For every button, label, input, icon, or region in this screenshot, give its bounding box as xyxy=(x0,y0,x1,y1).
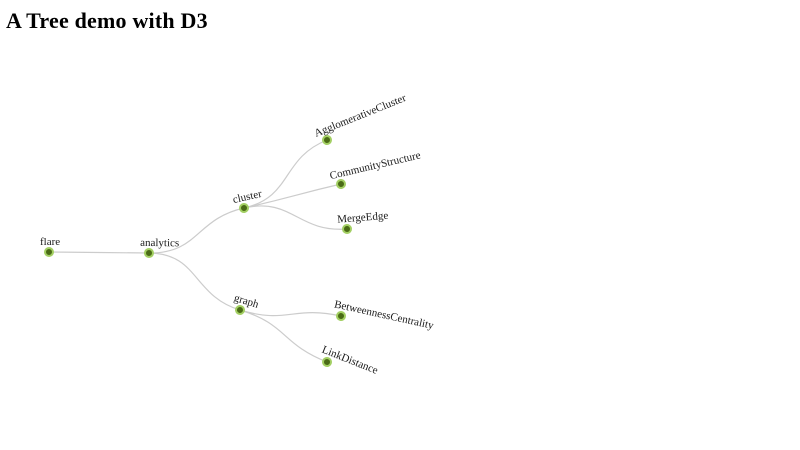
tree-link-graph-BetweennessCentrality xyxy=(239,309,342,317)
node-circle-LinkDistance[interactable] xyxy=(322,357,332,367)
tree-link-cluster-MergeEdge xyxy=(243,205,348,230)
tree-node-LinkDistance: LinkDistance xyxy=(320,344,380,377)
node-label-AgglomerativeCluster: AgglomerativeCluster xyxy=(313,92,408,140)
page-title: A Tree demo with D3 xyxy=(6,8,208,33)
tree-node-BetweennessCentrality: BetweennessCentrality xyxy=(333,298,435,332)
tree-link-flare-analytics xyxy=(48,251,150,254)
node-circle-flare[interactable] xyxy=(44,247,54,257)
tree-node-MergeEdge: MergeEdge xyxy=(337,210,389,234)
node-circle-BetweennessCentrality[interactable] xyxy=(336,311,346,321)
tree-node-graph: graph xyxy=(233,292,260,315)
tree-node-analytics: analytics xyxy=(140,237,179,258)
tree-link-graph-LinkDistance xyxy=(239,309,328,363)
node-label-BetweennessCentrality: BetweennessCentrality xyxy=(333,298,435,332)
node-label-analytics: analytics xyxy=(140,237,179,249)
node-circle-cluster[interactable] xyxy=(239,203,249,213)
tree-link-cluster-AgglomerativeCluster xyxy=(243,139,328,209)
tree-node-AgglomerativeCluster: AgglomerativeCluster xyxy=(313,92,408,145)
tree-link-analytics-cluster xyxy=(148,207,245,254)
node-circle-AgglomerativeCluster[interactable] xyxy=(322,135,332,145)
node-label-CommunityStructure: CommunityStructure xyxy=(329,149,422,182)
tree-node-flare: flare xyxy=(40,236,60,257)
node-label-MergeEdge: MergeEdge xyxy=(337,210,389,226)
node-circle-CommunityStructure[interactable] xyxy=(336,179,346,189)
tree-link-cluster-CommunityStructure xyxy=(243,183,342,209)
node-circle-analytics[interactable] xyxy=(144,248,154,258)
node-circle-MergeEdge[interactable] xyxy=(342,224,352,234)
node-label-flare: flare xyxy=(40,236,60,248)
tree-node-CommunityStructure: CommunityStructure xyxy=(329,149,422,189)
node-circle-graph[interactable] xyxy=(235,305,245,315)
tree-link-analytics-graph xyxy=(148,252,241,311)
